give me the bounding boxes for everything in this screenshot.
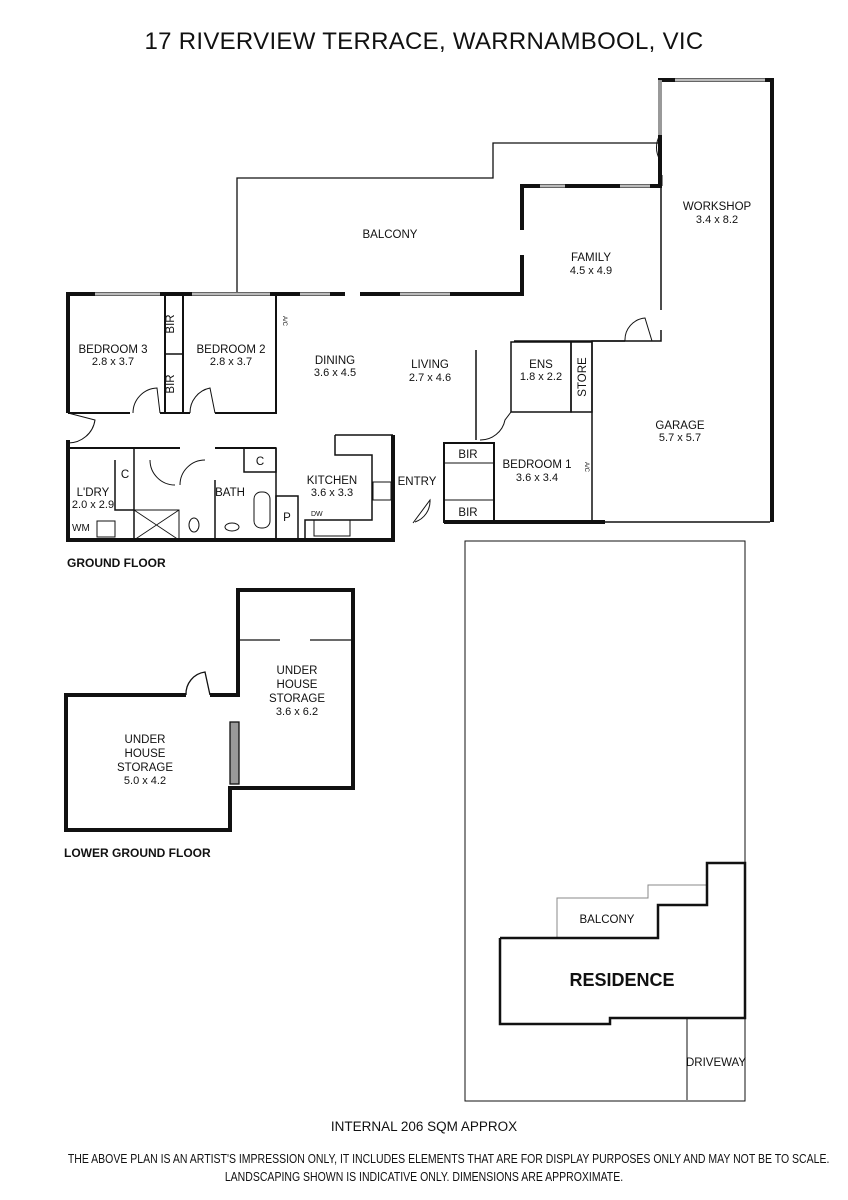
room-name-bedroom-3: BEDROOM 3 (78, 344, 147, 356)
site-driveway-label: DRIVEWAY (686, 1057, 746, 1069)
room-dims-dining: 3.6 x 4.5 (314, 367, 356, 379)
dishwasher-label: DW (311, 511, 323, 518)
storage-dims: 3.6 x 6.2 (276, 706, 318, 718)
room-name-bedroom-2: BEDROOM 2 (196, 344, 265, 356)
room-name-laundry: L'DRY (77, 487, 110, 499)
store-label: STORE (577, 357, 589, 397)
storage-name: STORAGE (117, 762, 173, 774)
room-name-living: LIVING (411, 359, 449, 371)
room-dims-ens: 1.8 x 2.2 (520, 371, 562, 383)
disclaimer-line-1: THE ABOVE PLAN IS AN ARTIST'S IMPRESSION… (67, 1152, 830, 1166)
site-plan (464, 540, 747, 1102)
storage-name: HOUSE (277, 679, 318, 691)
room-name-garage: GARAGE (655, 420, 705, 432)
balcony-outline (236, 142, 660, 295)
room-dims-laundry: 2.0 x 2.9 (72, 499, 114, 511)
cupboard-label: C (121, 469, 129, 481)
bath-label: BATH (215, 487, 245, 499)
room-dims-garage: 5.7 x 5.7 (659, 432, 701, 444)
room-name-dining: DINING (315, 355, 355, 367)
room-dims-workshop: 3.4 x 8.2 (696, 214, 738, 226)
room-name-balcony: BALCONY (363, 229, 418, 241)
storage-name: STORAGE (269, 693, 325, 705)
room-name-kitchen: KITCHEN (307, 475, 357, 487)
disclaimer-line-2: LANDSCAPING SHOWN IS INDICATIVE ONLY. DI… (224, 1170, 624, 1184)
lower-ground-floor-label: LOWER GROUND FLOOR (64, 846, 211, 860)
plan-title: 17 RIVERVIEW TERRACE, WARRNAMBOOL, VIC (144, 28, 704, 55)
ground-floor-walls (65, 78, 774, 542)
bir-label: BIR (165, 374, 177, 393)
room-dims-bedroom-2: 2.8 x 3.7 (210, 356, 252, 368)
room-dims-living: 2.7 x 4.6 (409, 372, 451, 384)
storage-dims: 5.0 x 4.2 (124, 775, 166, 787)
lower-ground-outline (64, 588, 355, 832)
ac-label: A/C (281, 316, 287, 327)
door-swings (67, 134, 661, 524)
storage-name: HOUSE (125, 748, 166, 760)
room-name-bedroom-1: BEDROOM 1 (502, 459, 571, 471)
ground-floor-label: GROUND FLOOR (67, 556, 166, 570)
room-name-workshop: WORKSHOP (683, 201, 752, 213)
site-residence-label: RESIDENCE (569, 970, 674, 990)
internal-area: INTERNAL 206 SQM APPROX (330, 1119, 518, 1134)
room-name-family: FAMILY (571, 252, 611, 264)
ac-label: A/C (583, 462, 589, 473)
room-name-ens: ENS (529, 359, 553, 371)
room-dims-family: 4.5 x 4.9 (570, 265, 612, 277)
washing-machine-label: WM (72, 523, 90, 534)
room-dims-bedroom-1: 3.6 x 3.4 (516, 472, 558, 484)
pantry-label: P (283, 512, 291, 524)
storage-name: UNDER (125, 734, 166, 746)
bir-label: BIR (458, 507, 477, 519)
room-dims-kitchen: 3.6 x 3.3 (311, 487, 353, 499)
storage-name: UNDER (277, 665, 318, 677)
site-balcony-label: BALCONY (580, 914, 635, 926)
bir-label: BIR (458, 449, 477, 461)
room-dims-bedroom-3: 2.8 x 3.7 (92, 356, 134, 368)
entry-label: ENTRY (398, 476, 437, 488)
lower-ground-details (185, 639, 353, 785)
cupboard-label: C (256, 456, 264, 468)
bir-label: BIR (165, 314, 177, 333)
